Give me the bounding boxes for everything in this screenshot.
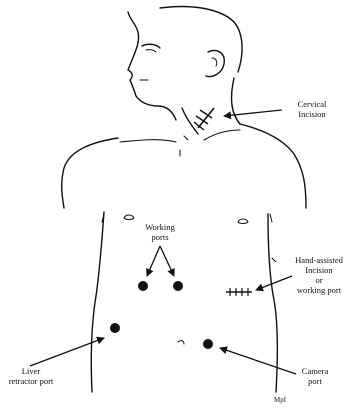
label-line: ports [132, 232, 188, 242]
torso-left-side [91, 212, 104, 392]
label-line: port [290, 376, 340, 386]
liver-retractor-port-dot [110, 323, 120, 333]
camera-port-dot [203, 339, 213, 349]
artist-signature: Mpf [262, 395, 298, 405]
shoulder-left [62, 138, 118, 208]
collarbone-right [204, 130, 240, 140]
neck-back-line [232, 78, 240, 124]
label-line: Working [132, 222, 188, 232]
working-port-dot-left [138, 281, 148, 291]
nipple-left [124, 215, 134, 220]
label-line: Camera [290, 366, 340, 376]
label-line: retractor port [4, 376, 58, 386]
cervical-incision-mark [194, 108, 214, 130]
label-line: Incision [282, 109, 342, 119]
label-line: Cervical [282, 99, 342, 109]
collarbone-left [120, 140, 176, 142]
working-ports-label: Working ports [132, 222, 188, 242]
cervical-incision-label: Cervical Incision [282, 99, 342, 119]
label-line: Liver [4, 366, 58, 376]
label-line: Incision [286, 265, 352, 275]
head-top-line [160, 7, 242, 72]
arrow-working-left [147, 246, 160, 276]
camera-port-label: Camera port [290, 366, 340, 386]
arrow-liver [30, 338, 104, 366]
neck-front-line [182, 108, 198, 134]
shoulder-right [240, 124, 306, 208]
label-line: working port [286, 285, 352, 295]
label-line: Hand-assisted [286, 255, 352, 265]
ear-line [206, 51, 224, 77]
hand-assisted-incision-label: Hand-assisted Incision or working port [286, 255, 352, 295]
arrow-working-right [160, 246, 174, 276]
eye-line [142, 44, 160, 48]
nipple-right [238, 219, 248, 224]
hand-assisted-incision-mark [226, 288, 252, 296]
label-line: or [286, 275, 352, 285]
working-port-dot-right [173, 281, 183, 291]
liver-retractor-port-label: Liver retractor port [4, 366, 58, 386]
arrow-camera [220, 348, 296, 374]
navel [178, 341, 184, 344]
face-profile-line [128, 12, 176, 120]
